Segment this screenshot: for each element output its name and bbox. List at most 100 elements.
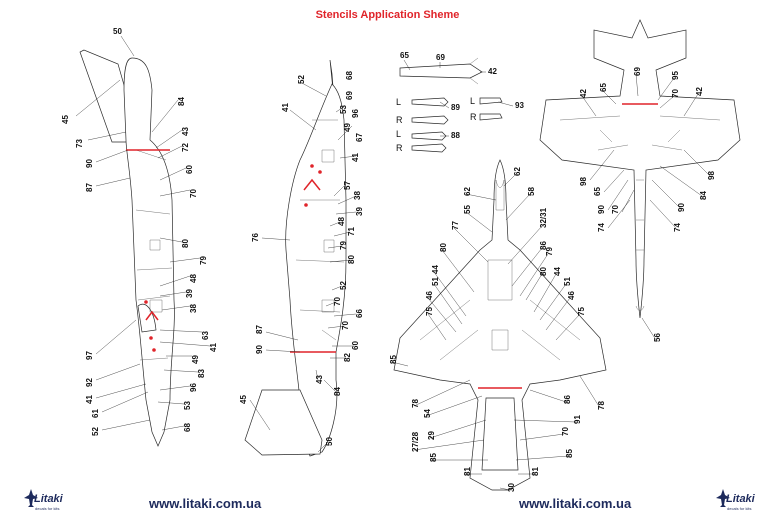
callout-84: 84 [333, 387, 342, 396]
callout-86b: 86 [563, 395, 572, 404]
callout-44: 44 [431, 265, 440, 274]
callout-44b: 44 [553, 267, 562, 276]
left-view-callouts: 50 45 73 90 87 84 43 72 60 70 80 79 48 3… [61, 27, 218, 436]
side-label-r: R [396, 115, 403, 125]
callout-48: 48 [337, 217, 346, 226]
callout-27-28: 27/28 [411, 431, 420, 452]
callout-65: 65 [599, 83, 608, 92]
callout-95: 95 [671, 71, 680, 80]
center-side-view [244, 59, 347, 457]
callout-78: 78 [411, 399, 420, 408]
callout-51: 51 [431, 277, 440, 286]
callout-29: 29 [427, 431, 436, 440]
callout-41: 41 [209, 343, 218, 352]
callout-90: 90 [255, 345, 264, 354]
callout-46b: 46 [567, 291, 576, 300]
left-side-view [79, 49, 175, 447]
callout-70: 70 [561, 427, 570, 436]
callout-98: 98 [579, 177, 588, 186]
callout-68: 68 [183, 423, 192, 432]
callout-46: 46 [425, 291, 434, 300]
callout-55: 55 [463, 205, 472, 214]
callout-49: 49 [343, 123, 352, 132]
callout-65b: 65 [593, 187, 602, 196]
bottom-view-callouts: 62 58 55 62 77 80 86 32/31 79 44 51 46 7… [389, 167, 606, 492]
weapons-group [399, 57, 503, 153]
logo-wordmark: Litaki [34, 493, 63, 505]
litaki-logo-left: Litaki decals for kits [24, 487, 66, 513]
callout-45: 45 [61, 115, 70, 124]
callout-86: 86 [539, 241, 548, 250]
callout-98b: 98 [707, 171, 716, 180]
footer-url-left[interactable]: www.litaki.com.ua [149, 496, 262, 511]
callout-80b: 80 [539, 267, 548, 276]
page-title: Stencils Application Sheme [315, 9, 460, 21]
callout-41b: 41 [85, 395, 94, 404]
callout-70b: 70 [611, 205, 620, 214]
callout-90b: 90 [677, 203, 686, 212]
callout-63: 63 [201, 331, 210, 340]
top-view [539, 19, 741, 319]
callout-65: 65 [400, 51, 409, 60]
callout-75b: 75 [577, 307, 586, 316]
callout-42: 42 [579, 89, 588, 98]
callout-79: 79 [199, 256, 208, 265]
bottom-airbrake-shape [481, 397, 519, 471]
callout-56: 56 [653, 333, 662, 342]
callout-75: 75 [425, 307, 434, 316]
callout-96: 96 [351, 109, 360, 118]
callout-81: 81 [463, 467, 472, 476]
center-fin-shape [244, 389, 323, 456]
callout-78b: 78 [597, 401, 606, 410]
callout-93: 93 [515, 101, 524, 110]
callout-96: 96 [189, 383, 198, 392]
callout-79: 79 [339, 241, 348, 250]
callout-62b: 62 [463, 187, 472, 196]
callout-74: 74 [597, 223, 606, 232]
callout-53: 53 [183, 401, 192, 410]
weapons-callouts: 65 69 42 89 93 88 L R L R L R [396, 51, 524, 153]
callout-69: 69 [436, 53, 445, 62]
footer-url-right[interactable]: www.litaki.com.ua [519, 496, 632, 511]
callout-43: 43 [315, 375, 324, 384]
side-label-l: L [396, 129, 401, 139]
callout-72: 72 [181, 143, 190, 152]
callout-39: 39 [355, 207, 364, 216]
callout-76: 76 [251, 233, 260, 242]
callout-53: 53 [339, 105, 348, 114]
callout-49: 49 [191, 355, 200, 364]
callout-58: 58 [527, 187, 536, 196]
callout-80: 80 [181, 239, 190, 248]
callout-85c: 85 [565, 449, 574, 458]
callout-42b: 42 [695, 87, 704, 96]
callout-45: 45 [239, 395, 248, 404]
callout-85b: 85 [429, 453, 438, 462]
callout-69: 69 [633, 67, 642, 76]
center-view-callouts: 52 68 69 53 96 41 49 67 41 57 38 39 48 7… [239, 71, 364, 453]
logo-tagline: decals for kits [35, 506, 60, 511]
callout-50: 50 [325, 437, 334, 446]
callout-87: 87 [85, 183, 94, 192]
callout-43: 43 [181, 127, 190, 136]
callout-97: 97 [85, 351, 94, 360]
callout-50: 50 [113, 27, 122, 36]
callout-71: 71 [347, 227, 356, 236]
callout-32-31: 32/31 [539, 207, 548, 228]
top-view-callouts: 69 95 65 42 70 42 98 65 90 74 70 90 84 9… [579, 67, 716, 342]
callout-41: 41 [281, 103, 290, 112]
side-label-r: R [470, 112, 477, 122]
airplane-logo-icon [716, 489, 730, 507]
callout-52: 52 [297, 75, 306, 84]
callout-90: 90 [85, 159, 94, 168]
callout-60: 60 [351, 341, 360, 350]
callout-62: 62 [513, 167, 522, 176]
callout-79: 79 [545, 247, 554, 256]
callout-82: 82 [343, 353, 352, 362]
callout-61: 61 [91, 409, 100, 418]
callout-91: 91 [573, 415, 582, 424]
callout-68: 68 [345, 71, 354, 80]
callout-39: 39 [185, 289, 194, 298]
callout-84: 84 [699, 191, 708, 200]
callout-30: 30 [507, 483, 516, 492]
callout-57: 57 [343, 181, 352, 190]
